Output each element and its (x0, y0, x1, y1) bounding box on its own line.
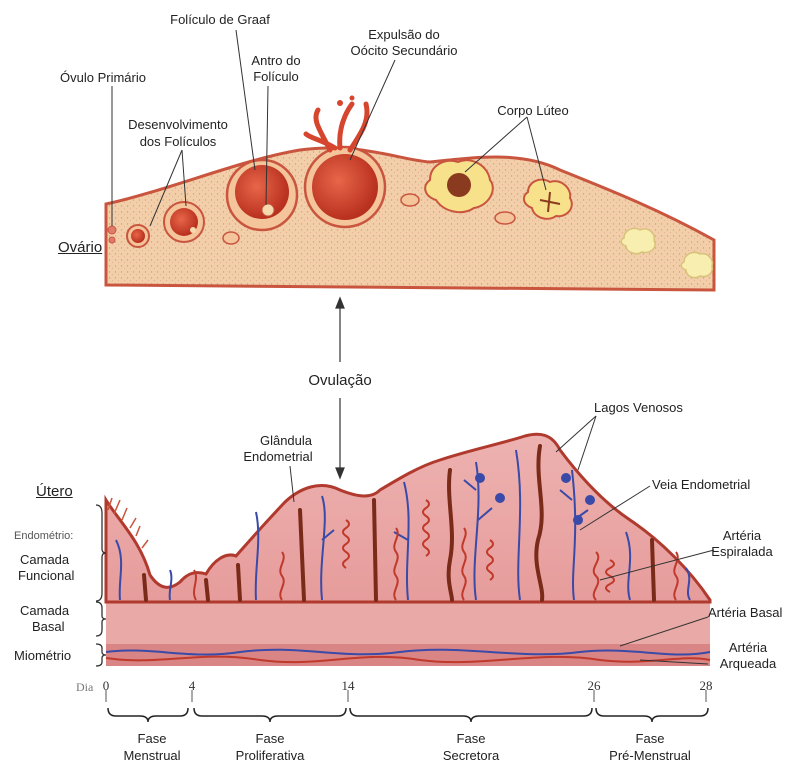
phase-secretory: Fase Secretora (443, 730, 499, 764)
spiral-artery-label-1: Artéria (723, 528, 761, 544)
phase-proliferative: Fase Proliferativa (236, 730, 305, 764)
small-follicle (223, 232, 239, 244)
basal-layer-label-1: Camada (20, 603, 69, 619)
phase-premenstrual-line2: Pré-Menstrual (609, 747, 691, 764)
phase-secretory-line2: Secretora (443, 747, 499, 764)
ovulation-label: Ovulação (308, 373, 371, 389)
arcuate-artery-label-1: Artéria (729, 640, 767, 656)
oocyte-expulsion-label-2: Oócito Secundário (351, 43, 458, 59)
ovulating-follicle (305, 96, 385, 228)
myometrium-label: Miométrio (14, 648, 71, 664)
oocyte-expulsion-label-1: Expulsão do (368, 27, 440, 43)
basal-layer-label-2: Basal (32, 619, 65, 635)
developing-follicle-small (127, 225, 149, 247)
venous-lakes-label: Lagos Venosos (594, 400, 683, 416)
endometrial-gland-label-1: Glândula (260, 433, 312, 449)
tick-day-0: 0 (103, 678, 110, 694)
phase-secretory-line1: Fase (443, 730, 499, 747)
endometrial-vein-label: Veia Endometrial (652, 477, 750, 493)
ovary-label: Ovário (58, 240, 102, 256)
graaf-follicle-label: Folículo de Graaf (170, 12, 270, 28)
graaf-follicle (227, 160, 297, 230)
primary-ovum-label: Óvulo Primário (60, 70, 146, 86)
follicle-development-label-1: Desenvolvimento (128, 117, 228, 133)
phase-menstrual-line2: Menstrual (123, 747, 180, 764)
follicle-development-label-2: dos Folículos (140, 134, 217, 150)
arcuate-artery-label-2: Arqueada (720, 656, 776, 672)
phase-braces (108, 708, 708, 722)
day-label: Dia (76, 680, 93, 695)
myometrium-band (106, 644, 710, 666)
spiral-artery-label-2: Espiralada (711, 544, 772, 560)
follicle-antrum-label-1: Antro do (251, 53, 300, 69)
functional-layer-label-1: Camada (20, 552, 69, 568)
uterus-label: Útero (36, 484, 73, 500)
phase-menstrual-line1: Fase (123, 730, 180, 747)
tick-day-14: 14 (342, 678, 355, 694)
developing-follicle-medium (164, 202, 204, 242)
follicle-antrum-label-2: Folículo (253, 69, 299, 85)
phase-premenstrual-line1: Fase (609, 730, 691, 747)
basal-artery-label: Artéria Basal (708, 605, 782, 621)
phase-menstrual: Fase Menstrual (123, 730, 180, 764)
phase-proliferative-line2: Proliferativa (236, 747, 305, 764)
functional-layer-label-2: Funcional (18, 568, 74, 584)
tick-day-26: 26 (588, 678, 601, 694)
endometrial-gland-label-2: Endometrial (243, 449, 312, 465)
basal-layer-band (106, 602, 710, 644)
phase-premenstrual: Fase Pré-Menstrual (609, 730, 691, 764)
phase-proliferative-line1: Fase (236, 730, 305, 747)
tick-day-4: 4 (189, 678, 196, 694)
timeline-axis (106, 690, 706, 702)
corpus-luteum-label: Corpo Lúteo (497, 103, 569, 119)
endometrium-label: Endométrio: (14, 528, 73, 544)
tick-day-28: 28 (700, 678, 713, 694)
